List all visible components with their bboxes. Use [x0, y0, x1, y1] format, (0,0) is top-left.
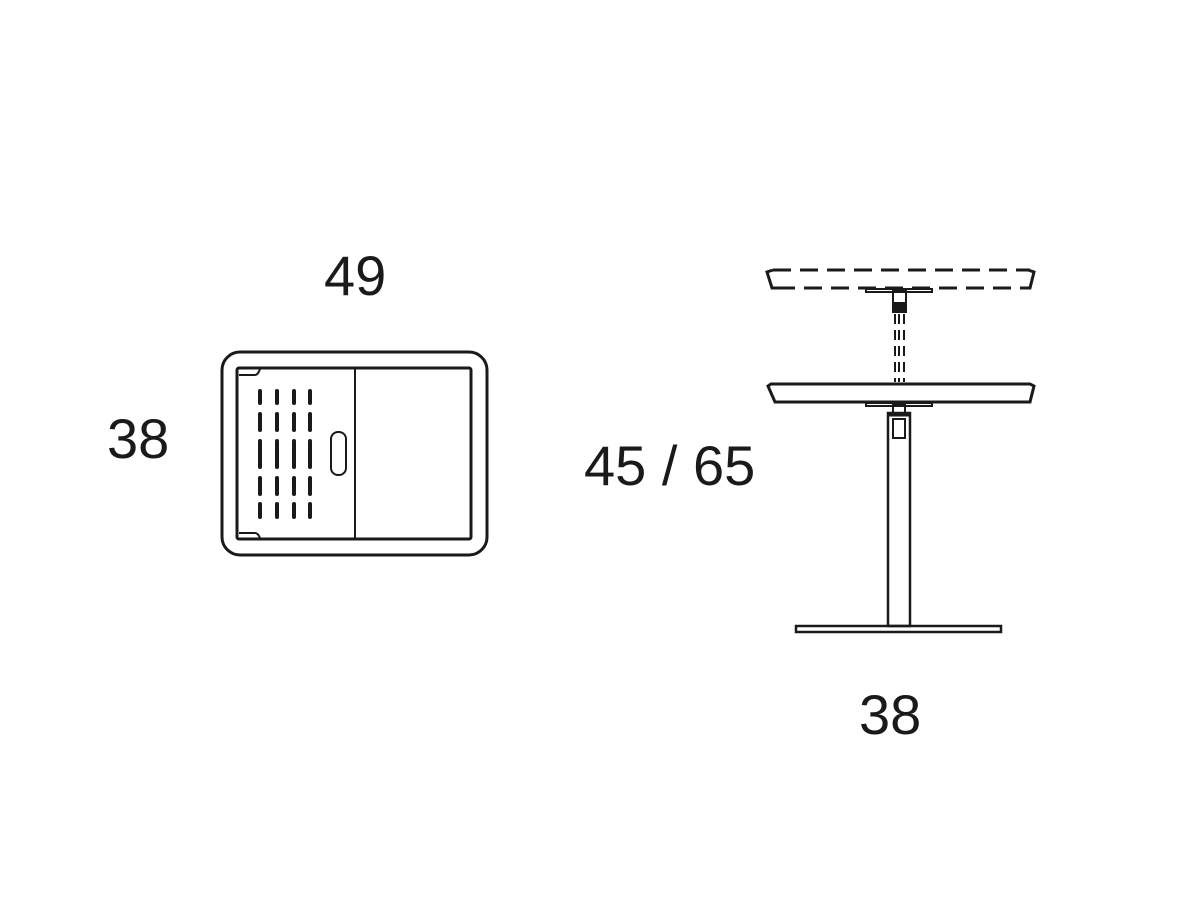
side-view-base-width-label: 38 [859, 683, 922, 746]
top-view-depth-label: 38 [107, 407, 170, 470]
side-view-height-label: 45 / 65 [584, 434, 756, 497]
raised-tabletop-right-edge [1026, 268, 1036, 290]
raised-column-collar [892, 302, 907, 313]
telescopic-shaft-dashed [894, 314, 905, 382]
top-view-corner-tab-top [239, 368, 261, 376]
column-window [892, 418, 906, 439]
top-view [220, 350, 489, 557]
lowered-tabletop [766, 382, 1036, 404]
top-view-width-label: 49 [324, 244, 387, 307]
raised-tabletop-left-edge [765, 268, 777, 290]
top-view-handle-slot [330, 431, 347, 476]
side-view [765, 268, 1036, 634]
column-top-band [887, 412, 911, 417]
top-view-vent-slots [258, 389, 312, 519]
column [886, 411, 912, 628]
top-view-corner-tab-bottom [239, 532, 261, 539]
top-view-outer-frame [220, 350, 489, 557]
base-plate [794, 624, 1003, 634]
raised-tabletop [773, 268, 1030, 290]
